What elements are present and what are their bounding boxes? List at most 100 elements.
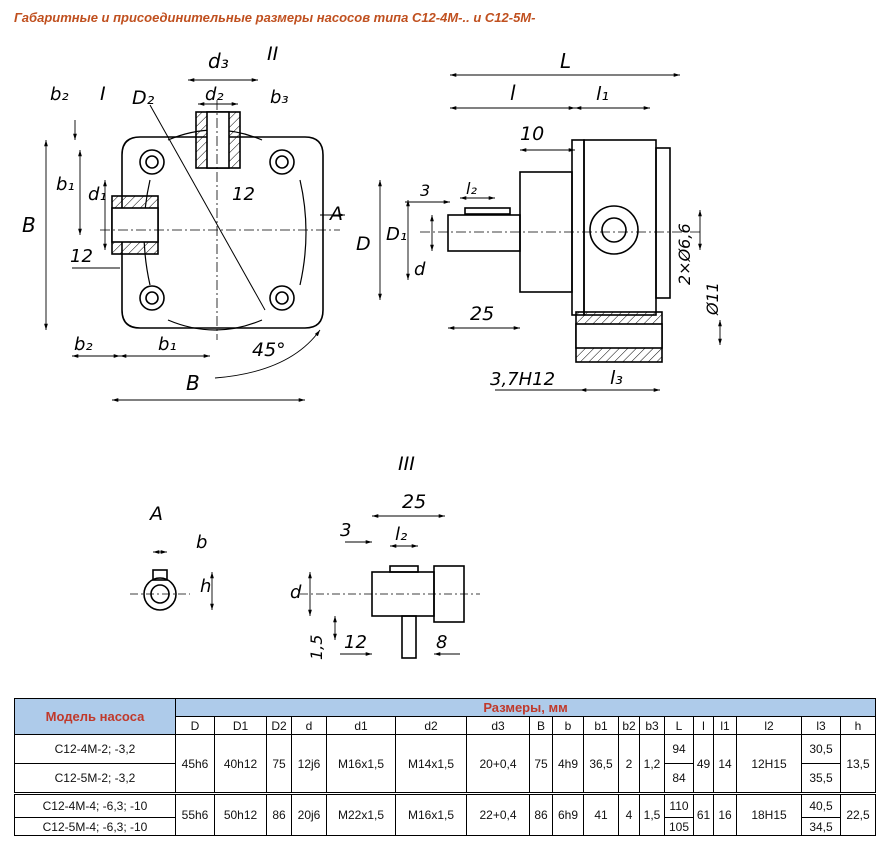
model-header: Модель насоса: [14, 698, 176, 735]
model-cell: С12-5М-2; -3,2: [14, 763, 176, 794]
label-l1: l₁: [596, 83, 609, 105]
label-A-arrow: A: [328, 203, 343, 225]
label-10: 10: [520, 123, 544, 145]
model-cell: С12-5М-4; -6,3; -10: [14, 817, 176, 836]
cell-D2: 86: [266, 792, 292, 836]
label-l2: l₂: [466, 179, 477, 198]
label-D2: D₂: [132, 87, 155, 109]
cell-l: 61: [693, 792, 714, 836]
label-hole: 2×Ø6,6: [675, 223, 694, 285]
cell-B: 86: [529, 792, 553, 836]
table-row: С12-5М-4; -6,3; -10 105 34,5: [14, 817, 876, 836]
label-b3: b₃: [270, 87, 289, 108]
detail-iii-d: d: [290, 582, 302, 603]
label-b2-bottom: b₂: [74, 334, 93, 355]
label-L: L: [560, 49, 571, 73]
label-B-bottom: B: [186, 371, 200, 395]
label-I: I: [100, 83, 106, 105]
label-d1: d₁: [88, 184, 107, 205]
cell-D: 55h6: [175, 792, 215, 836]
col-l2: l2: [736, 716, 802, 735]
detail-iii-25: 25: [402, 491, 426, 513]
cell-B: 75: [529, 734, 553, 794]
table-row: С12-4М-4; -6,3; -10 55h6 50h12 86 20j6 М…: [14, 792, 876, 836]
cell-l3: 34,5: [801, 817, 841, 836]
label-D1: D₁: [386, 224, 407, 245]
cell-d3: 20+0,4: [466, 734, 530, 794]
cell-l3: 35,5: [801, 763, 841, 794]
label-fit: 3,7H12: [490, 369, 555, 390]
col-L: L: [664, 716, 694, 735]
col-b: b: [552, 716, 584, 735]
cell-b: 4h9: [552, 734, 584, 794]
detail-a: [130, 569, 190, 611]
front-view-dims: [378, 73, 722, 392]
cell-h: 22,5: [840, 792, 876, 836]
cell-D1: 50h12: [214, 792, 267, 836]
cell-b1: 41: [583, 792, 619, 836]
cell-l3: 30,5: [801, 734, 841, 764]
cell-D1: 40h12: [214, 734, 267, 794]
model-cell: С12-4М-2; -3,2: [14, 734, 176, 764]
detail-iii: [300, 565, 480, 659]
label-B-left: B: [22, 213, 36, 237]
col-h: h: [840, 716, 876, 735]
detail-iii-8: 8: [436, 632, 447, 653]
label-45-angle: 45°: [252, 339, 286, 361]
side-view-dims: [44, 78, 345, 402]
front-view: [420, 139, 700, 363]
col-B: B: [529, 716, 553, 735]
technical-drawing: d₃ d₂ II b₃ b₂ I D₂ b₁ d₁ B 12 A 12 b₂ b…: [22, 43, 722, 660]
cell-b2: 2: [618, 734, 640, 794]
col-D2: D2: [266, 716, 292, 735]
col-d3: d3: [466, 716, 530, 735]
label-12-right: 12: [232, 184, 255, 205]
detail-iii-3: 3: [340, 520, 351, 541]
cell-l1: 16: [713, 792, 737, 836]
cell-l2: 12Н15: [736, 734, 802, 794]
label-b2-top: b₂: [50, 84, 69, 105]
col-d2: d2: [395, 716, 467, 735]
label-12-left: 12: [70, 246, 93, 267]
detail-iii-label: III: [398, 453, 415, 475]
detail-iii-l2: l₂: [395, 524, 407, 545]
page-title: Габаритные и присоединительные размеры н…: [14, 10, 536, 25]
col-l3: l3: [801, 716, 841, 735]
cell-L: 110: [664, 792, 694, 818]
label-b1-bottom: b₁: [158, 334, 177, 355]
col-l: l: [693, 716, 714, 735]
col-b1: b1: [583, 716, 619, 735]
cell-b2: 4: [618, 792, 640, 836]
cell-L: 94: [664, 734, 694, 764]
cell-l: 49: [693, 734, 714, 794]
cell-l1: 14: [713, 734, 737, 794]
label-phi11: Ø11: [703, 282, 722, 316]
cell-L: 84: [664, 763, 694, 794]
col-D1: D1: [214, 716, 267, 735]
cell-d: 20j6: [291, 792, 327, 836]
side-view: [100, 100, 340, 340]
label-b1-left: b₁: [56, 174, 75, 195]
cell-d: 12j6: [291, 734, 327, 794]
cell-l3: 40,5: [801, 792, 841, 818]
cell-b1: 36,5: [583, 734, 619, 794]
col-d: d: [291, 716, 327, 735]
dimensions-table: Модель насоса Размеры, мм D D1 D2 d d1 d…: [14, 698, 876, 836]
cell-d3: 22+0,4: [466, 792, 530, 836]
label-3: 3: [420, 181, 430, 200]
col-l1: l1: [713, 716, 737, 735]
col-b2: b2: [618, 716, 640, 735]
table-row: С12-4М-2; -3,2 45h6 40h12 75 12j6 М16х1,…: [14, 734, 876, 794]
label-d2: d₂: [205, 84, 224, 105]
cell-D: 45h6: [175, 734, 215, 794]
label-25: 25: [470, 303, 494, 325]
cell-D2: 75: [266, 734, 292, 794]
detail-a-label: A: [148, 503, 163, 525]
col-D: D: [175, 716, 215, 735]
cell-b3: 1,2: [639, 734, 665, 794]
model-cell: С12-4М-4; -6,3; -10: [14, 792, 176, 818]
cell-l2: 18Н15: [736, 792, 802, 836]
cell-d1: М16х1,5: [326, 734, 396, 794]
column-header-row: D D1 D2 d d1 d2 d3 B b b1 b2 b3 L l l1 l…: [15, 716, 876, 735]
label-d3: d₃: [208, 49, 229, 73]
